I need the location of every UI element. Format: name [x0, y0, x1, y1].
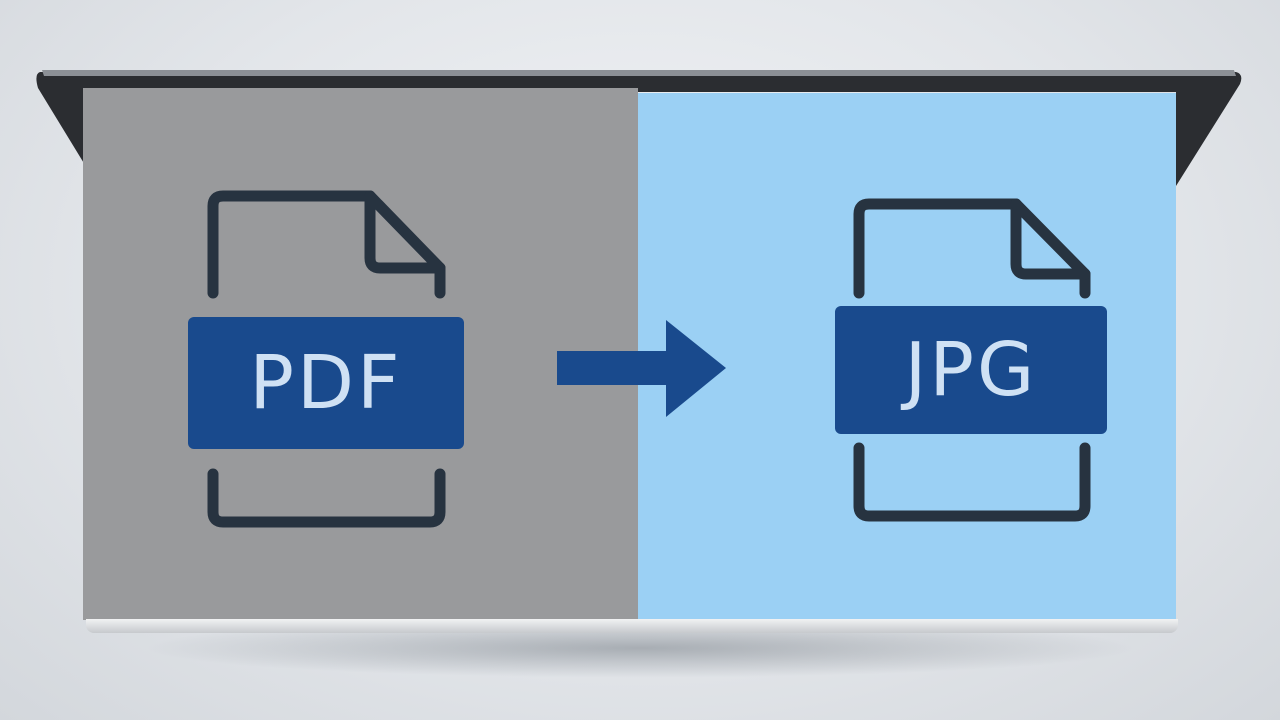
pdf-label: PDF — [188, 317, 464, 449]
jpg-label-text: JPG — [904, 327, 1038, 413]
jpg-label: JPG — [835, 306, 1107, 434]
device-base — [86, 619, 1178, 633]
pdf-label-text: PDF — [249, 340, 403, 426]
